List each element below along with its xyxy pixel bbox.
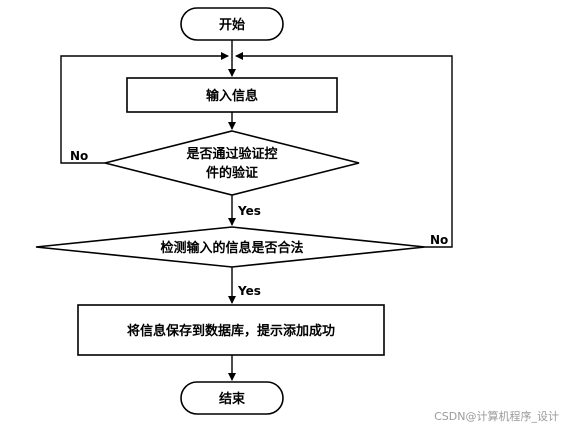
end-label: 结束 bbox=[219, 391, 246, 407]
save-label: 将信息保存到数据库，提示添加成功 bbox=[127, 323, 335, 339]
validate-label-line1: 是否通过验证控 bbox=[185, 146, 277, 162]
input-label: 输入信息 bbox=[206, 88, 258, 104]
check-no-label: No bbox=[430, 233, 448, 247]
input-process-box bbox=[126, 77, 338, 113]
edge-validate-no-loop bbox=[60, 52, 229, 164]
check-label: 检测输入的信息是否合法 bbox=[160, 240, 303, 256]
validate-yes-label: Yes bbox=[237, 204, 261, 218]
watermark-text: CSDN@计算机程序_设计 bbox=[434, 410, 559, 423]
start-label: 开始 bbox=[219, 17, 245, 33]
end-terminator bbox=[180, 381, 284, 415]
validate-label-line2: 件的验证 bbox=[206, 165, 258, 181]
validate-no-label: No bbox=[70, 149, 88, 163]
check-yes-label: Yes bbox=[237, 284, 261, 298]
validate-decision bbox=[104, 130, 360, 196]
save-process-box bbox=[77, 304, 385, 356]
edge-check-no-loop bbox=[235, 52, 453, 248]
